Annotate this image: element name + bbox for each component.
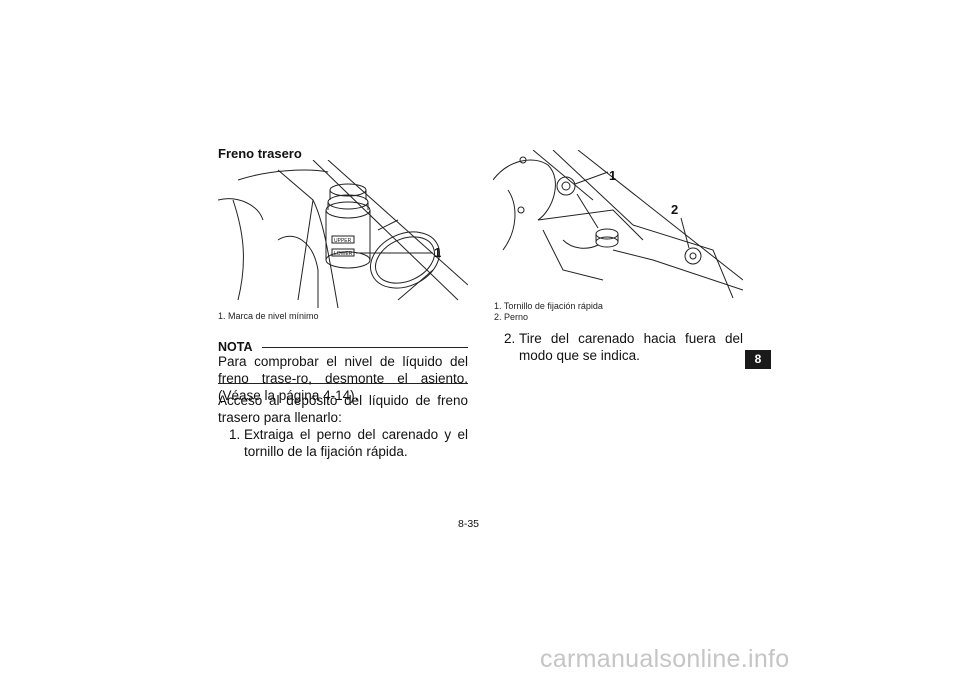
- callout-2: 2: [671, 202, 678, 217]
- callout-1: 1: [434, 245, 441, 260]
- reservoir-drawing: 1 UPPER LOWER: [218, 160, 468, 308]
- note-label: NOTA: [218, 340, 253, 354]
- upper-mark-label: UPPER: [334, 238, 352, 244]
- note-header: NOTA: [218, 340, 468, 354]
- rear-brake-reservoir-illustration: 1 UPPER LOWER: [218, 160, 468, 308]
- fairing-fasteners-illustration: 1 2: [493, 150, 743, 298]
- lower-mark-label: LOWER: [334, 251, 353, 257]
- callout-1: 1: [609, 168, 616, 183]
- chapter-tab: 8: [745, 350, 771, 369]
- fairing-drawing: 1 2: [493, 150, 743, 298]
- figure1-caption: 1. Marca de nivel mínimo: [218, 311, 319, 321]
- section-title: Freno trasero: [218, 146, 302, 161]
- step2-number: 2.: [504, 331, 516, 346]
- step1-text: Extraiga el perno del carenado y el torn…: [244, 427, 468, 459]
- watermark-text: carmanualsonline.info: [540, 645, 790, 673]
- step1-number: 1.: [229, 427, 241, 442]
- figure2-caption-1: 1. Tornillo de fijación rápida: [494, 301, 603, 311]
- note-text: Para comprobar el nivel de líquido del f…: [218, 354, 468, 403]
- page-number: 8-35: [458, 518, 480, 530]
- step2-text: Tire del carenado hacia fuera del modo q…: [519, 331, 743, 363]
- note-rule: [262, 347, 468, 348]
- access-intro: Acceso al depósito del líquido de freno …: [218, 393, 468, 425]
- note-end-rule: [218, 383, 468, 384]
- figure2-caption-2: 2. Perno: [494, 312, 529, 322]
